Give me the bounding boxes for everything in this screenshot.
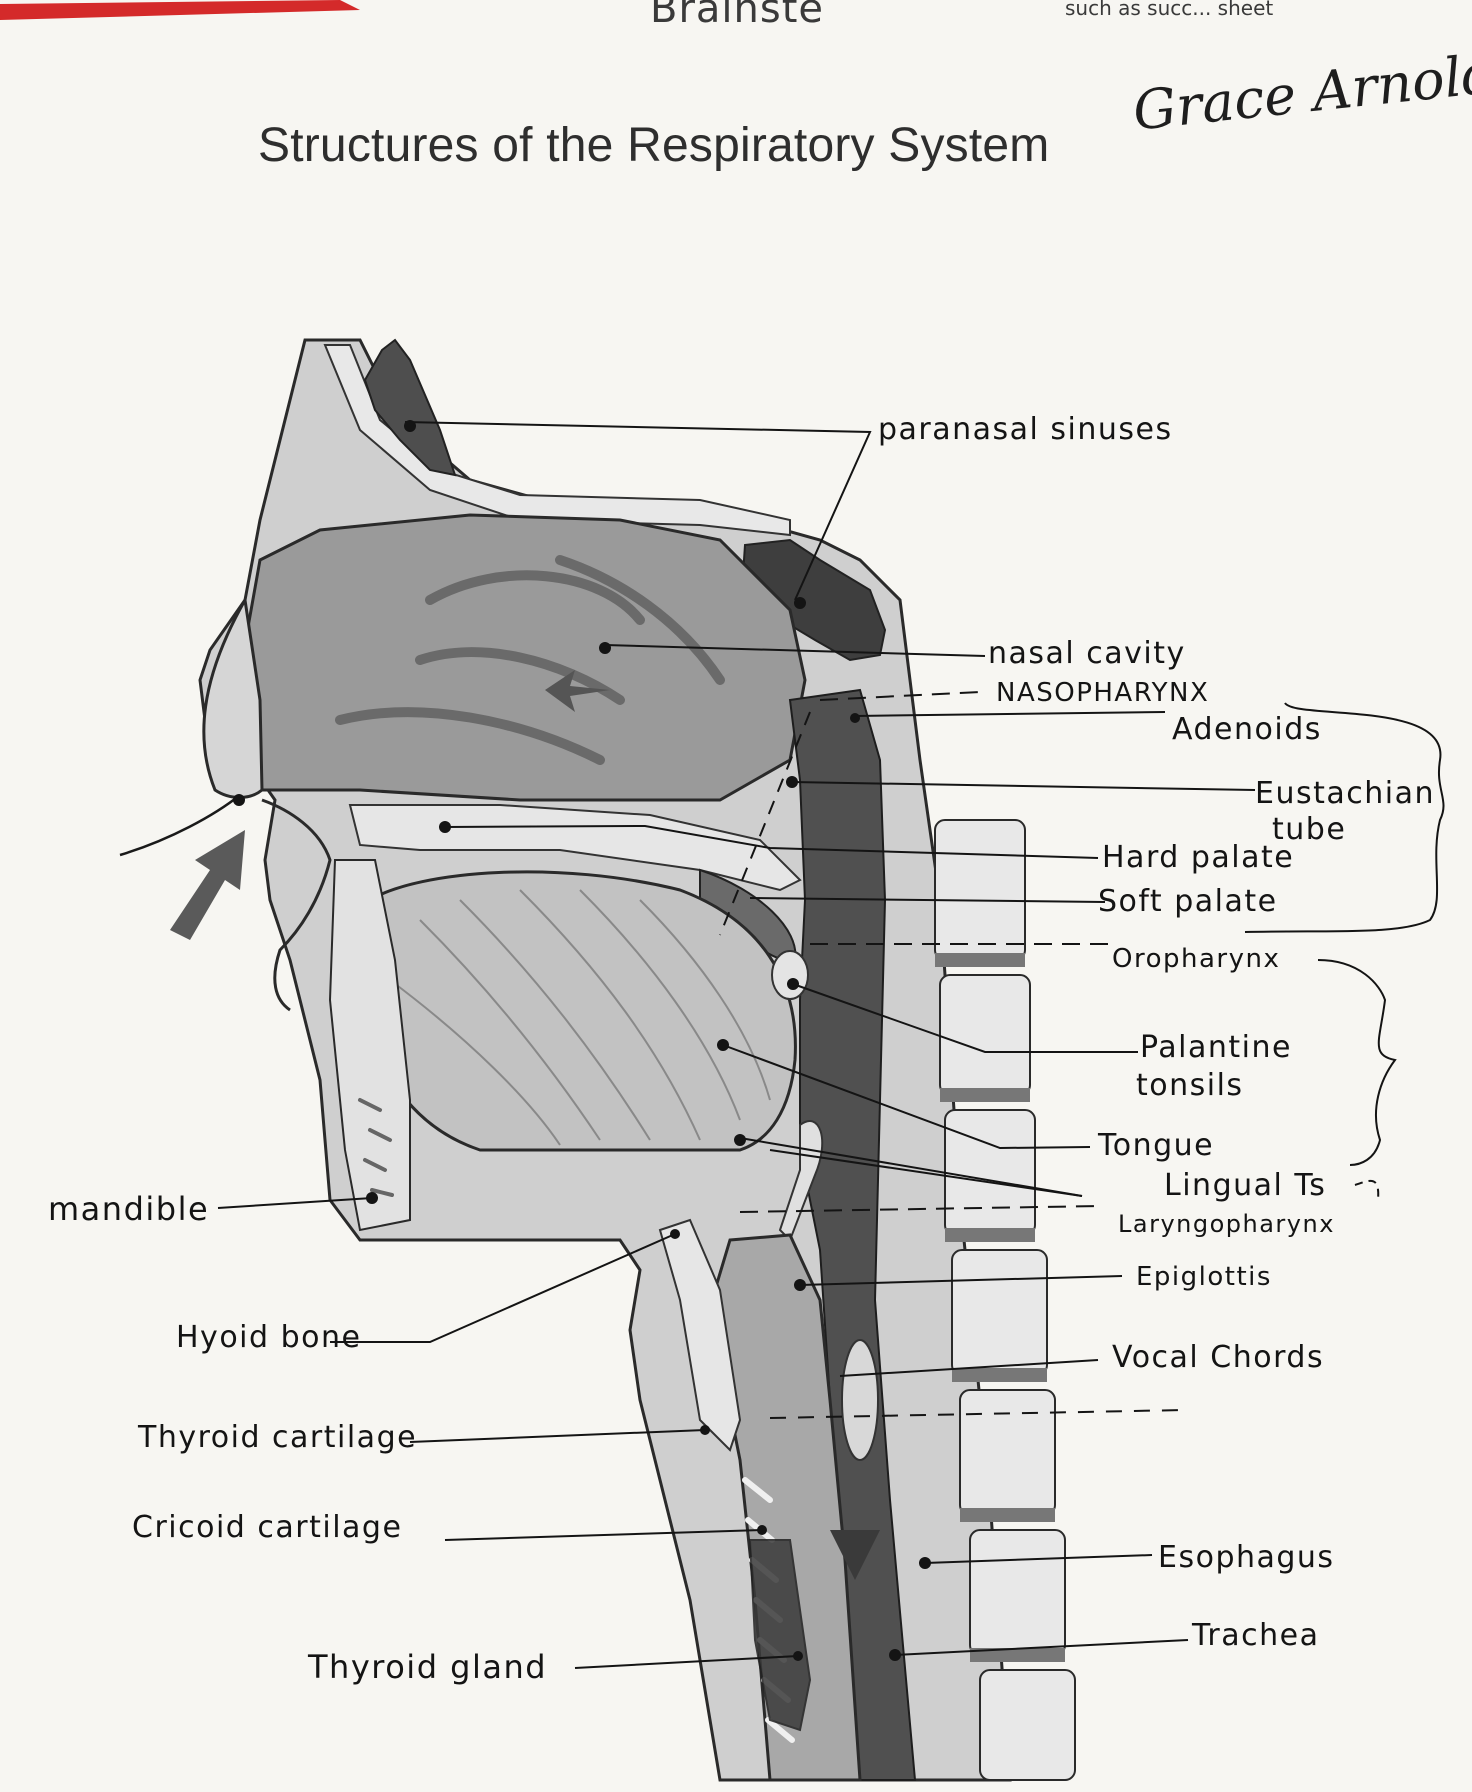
vocal-cord-structure bbox=[841, 1339, 879, 1461]
top-bleed-text-left: Brainste bbox=[650, 0, 824, 32]
label-laryngopharynx: Laryngopharynx bbox=[1118, 1210, 1335, 1238]
label-thyroid-cartilage: Thyroid cartilage bbox=[138, 1420, 418, 1455]
inhale-curve-arrow bbox=[119, 794, 241, 857]
marker-dots bbox=[233, 420, 931, 1661]
nasal-turbinates bbox=[335, 555, 725, 765]
label-palatine: Palantine bbox=[1140, 1030, 1292, 1065]
label-hyoid-bone: Hyoid bone bbox=[176, 1320, 362, 1355]
red-marker-streak bbox=[0, 0, 360, 20]
trachea-airflow-arrow bbox=[830, 1530, 880, 1580]
thyroid-cartilage-structure bbox=[658, 1218, 742, 1452]
label-mandible: mandible bbox=[48, 1190, 210, 1228]
nose bbox=[202, 595, 264, 799]
palatine-tonsil bbox=[771, 950, 809, 1000]
label-esophagus: Esophagus bbox=[1158, 1540, 1335, 1575]
label-tongue: Tongue bbox=[1098, 1128, 1215, 1163]
mandible-structure bbox=[328, 859, 411, 1232]
top-bleed-text-right: such as succ... sheet bbox=[1065, 0, 1274, 20]
label-paranasal-sinuses: paranasal sinuses bbox=[878, 412, 1173, 447]
label-lingual-tonsils: Lingual Ts bbox=[1164, 1168, 1327, 1203]
leader-lines bbox=[217, 421, 1445, 1669]
label-soft-palate: Soft palate bbox=[1098, 884, 1278, 919]
label-tube: tube bbox=[1272, 812, 1347, 847]
inhale-arrow bbox=[170, 830, 245, 940]
label-tonsils: tonsils bbox=[1136, 1068, 1244, 1103]
lips bbox=[261, 798, 332, 1012]
page-title: Structures of the Respiratory System bbox=[258, 119, 1050, 172]
nasal-bone bbox=[323, 344, 791, 537]
nasal-airflow-arrow bbox=[545, 670, 610, 712]
frontal-sinus bbox=[363, 338, 457, 477]
label-nasal-cavity: nasal cavity bbox=[988, 636, 1186, 671]
label-hard-palate: Hard palate bbox=[1102, 840, 1295, 875]
label-thyroid-gland: Thyroid gland bbox=[308, 1648, 548, 1686]
label-nasopharynx: NASOPHARYNX bbox=[996, 678, 1210, 708]
label-trachea: Trachea bbox=[1192, 1618, 1320, 1653]
mandible-stipple bbox=[358, 1098, 394, 1197]
label-epiglottis: Epiglottis bbox=[1136, 1262, 1272, 1292]
label-cricoid-cartilage: Cricoid cartilage bbox=[132, 1510, 403, 1545]
label-eustachian: Eustachian bbox=[1255, 776, 1435, 811]
tongue bbox=[368, 870, 797, 1152]
cervical-spine bbox=[934, 819, 1076, 1781]
label-adenoids: Adenoids bbox=[1172, 712, 1322, 747]
thyroid-gland-structure bbox=[748, 1539, 812, 1732]
label-oropharynx: Oropharynx bbox=[1112, 944, 1281, 974]
tongue-muscle-fibers bbox=[389, 889, 771, 1146]
label-vocal-chords: Vocal Chords bbox=[1112, 1340, 1325, 1375]
